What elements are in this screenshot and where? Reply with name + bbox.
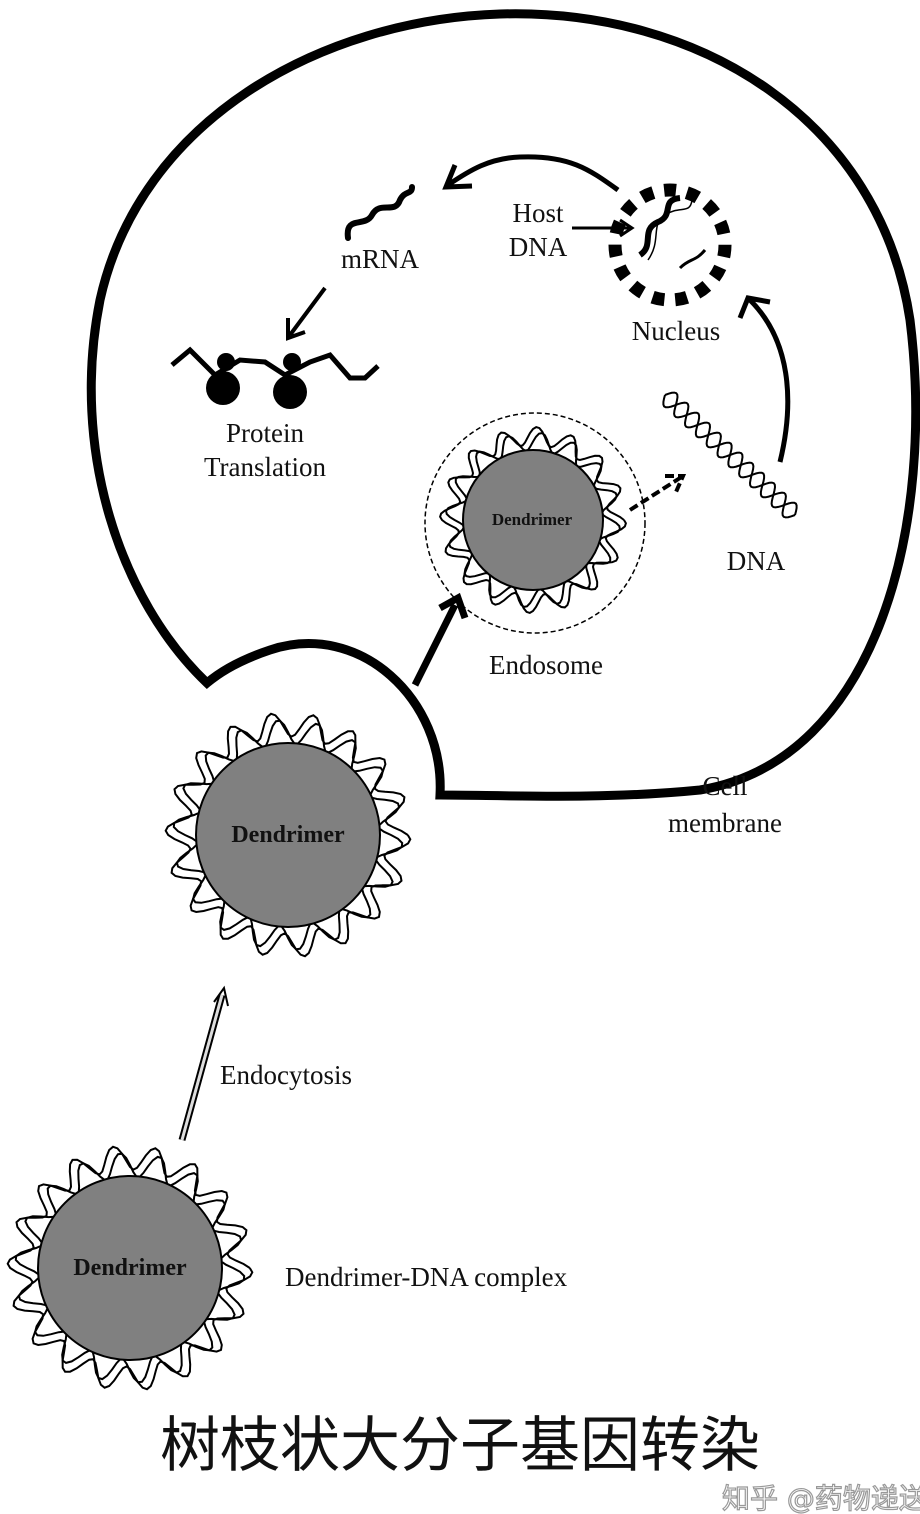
protein-translation-label-2: Translation <box>204 452 327 482</box>
internalizing-dendrimer-complex <box>164 712 412 958</box>
endocytosis-label: Endocytosis <box>220 1060 352 1090</box>
dendrimer-core <box>37 1175 223 1361</box>
mrna-label: mRNA <box>341 244 420 274</box>
endosome-entry-arrow <box>411 592 469 687</box>
dna-coil <box>6 1145 254 1391</box>
host-dna-strand <box>638 195 681 258</box>
cell-membrane-label-1: Cell <box>703 771 748 801</box>
nuclear-entry-arrow <box>737 295 791 463</box>
host-dna-label-1: Host <box>512 198 564 228</box>
dendrimer-dna-complex <box>6 1145 254 1391</box>
endocytosis-arrowhead <box>213 985 229 1007</box>
dna-double-helix <box>662 391 798 519</box>
dna-in-nucleus <box>678 249 707 270</box>
endosome-label: Endosome <box>489 650 603 680</box>
endocytosis-arrow-inner <box>180 994 224 1141</box>
protein-translation-label-1: Protein <box>226 418 304 448</box>
dna-coil <box>172 719 404 951</box>
endosome <box>424 412 646 634</box>
dna-helix-strand <box>662 394 798 516</box>
watermark: 知乎 @药物递送 <box>722 1482 920 1514</box>
host-dna-thin-strand <box>647 199 693 261</box>
dna-coil <box>14 1152 246 1384</box>
ribosome-small-2 <box>283 353 301 371</box>
mrna-strand <box>344 184 415 241</box>
nucleus-label: Nucleus <box>632 316 720 346</box>
dendrimer-label-endosome: Dendrimer <box>492 510 573 529</box>
dendrimer-core <box>462 449 604 591</box>
cell-membrane <box>86 9 920 801</box>
dna-coil <box>164 712 412 958</box>
dendrimer-label-middle: Dendrimer <box>231 822 345 848</box>
complex-label: Dendrimer-DNA complex <box>285 1262 568 1292</box>
host-dna-arrow <box>572 218 635 238</box>
endosome-dendrimer-complex <box>439 426 627 614</box>
translation-arrow <box>286 286 327 341</box>
nucleus <box>608 183 732 307</box>
ribosome-small-1 <box>217 353 235 371</box>
dendrimer-core <box>195 742 381 928</box>
ribosome-large-2 <box>273 375 307 409</box>
ribosome-large-1 <box>206 371 240 405</box>
transcription-arrow <box>442 154 620 193</box>
caption: 树枝状大分子基因转染 <box>160 1411 760 1481</box>
host-dna-label-2: DNA <box>509 232 568 262</box>
ribosome-mrna <box>170 346 380 381</box>
dna-label: DNA <box>727 546 786 576</box>
dna-coil <box>439 426 627 614</box>
dna-release-arrow <box>628 474 687 512</box>
cell-membrane-label-2: membrane <box>668 808 782 838</box>
dendrimer-label-bottom: Dendrimer <box>73 1255 187 1281</box>
